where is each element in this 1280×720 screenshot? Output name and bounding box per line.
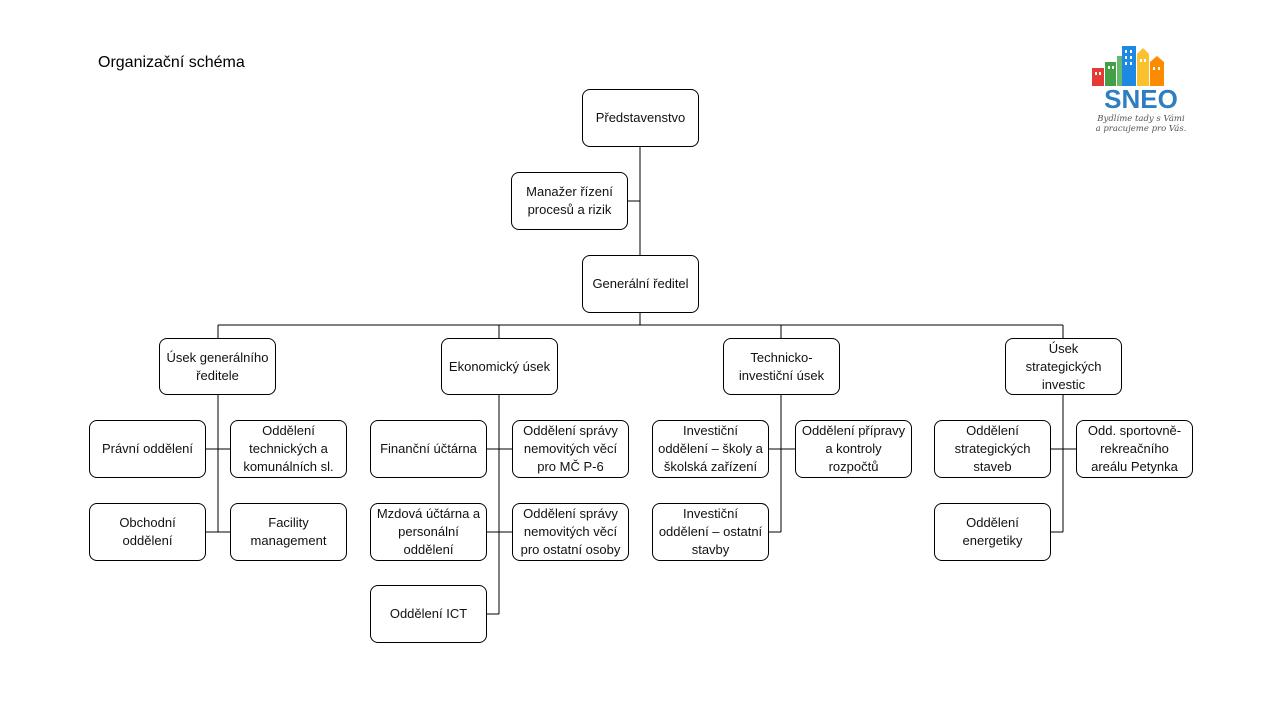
page-title: Organizační schéma: [98, 54, 245, 71]
logo-tagline-2: a pracujeme pro Vás.: [1095, 124, 1187, 134]
node-legal: Právní oddělení: [89, 420, 206, 478]
node-payroll-hr: Mzdová účtárna a personální oddělení: [370, 503, 487, 561]
node-economic-division: Ekonomický úsek: [441, 338, 558, 395]
node-ict: Oddělení ICT: [370, 585, 487, 643]
node-ceo: Generální ředitel: [582, 255, 699, 313]
logo-tagline-1: Bydlíme tady s Vámi: [1097, 114, 1185, 124]
node-technical-division: Technicko- investiční úsek: [723, 338, 840, 395]
node-financial-accounting: Finanční účtárna: [370, 420, 487, 478]
node-technical-services: Oddělení technických a komunálních sl.: [230, 420, 347, 478]
sneo-logo: SNEO Bydlíme tady s Vámi a pracujeme pro…: [1086, 44, 1196, 136]
node-invest-schools: Investiční oddělení – školy a školská za…: [652, 420, 769, 478]
node-ceo-division: Úsek generálního ředitele: [159, 338, 276, 395]
node-facility: Facility management: [230, 503, 347, 561]
buildings-icon: [1092, 46, 1164, 86]
node-board: Představenstvo: [582, 89, 699, 147]
node-property-others: Oddělení správy nemovitých věcí pro osta…: [512, 503, 629, 561]
node-energy: Oddělení energetiky: [934, 503, 1051, 561]
node-sports-area: Odd. sportovně- rekreačního areálu Petyn…: [1076, 420, 1193, 478]
logo-brand-text: SNEO: [1104, 84, 1178, 114]
node-budget-prep: Oddělení přípravy a kontroly rozpočtů: [795, 420, 912, 478]
node-invest-other: Investiční oddělení – ostatní stavby: [652, 503, 769, 561]
node-strategic-division: Úsek strategických investic: [1005, 338, 1122, 395]
node-sales: Obchodní oddělení: [89, 503, 206, 561]
node-risk-manager: Manažer řízení procesů a rizik: [511, 172, 628, 230]
node-strategic-buildings: Oddělení strategických staveb: [934, 420, 1051, 478]
node-property-p6: Oddělení správy nemovitých věcí pro MČ P…: [512, 420, 629, 478]
